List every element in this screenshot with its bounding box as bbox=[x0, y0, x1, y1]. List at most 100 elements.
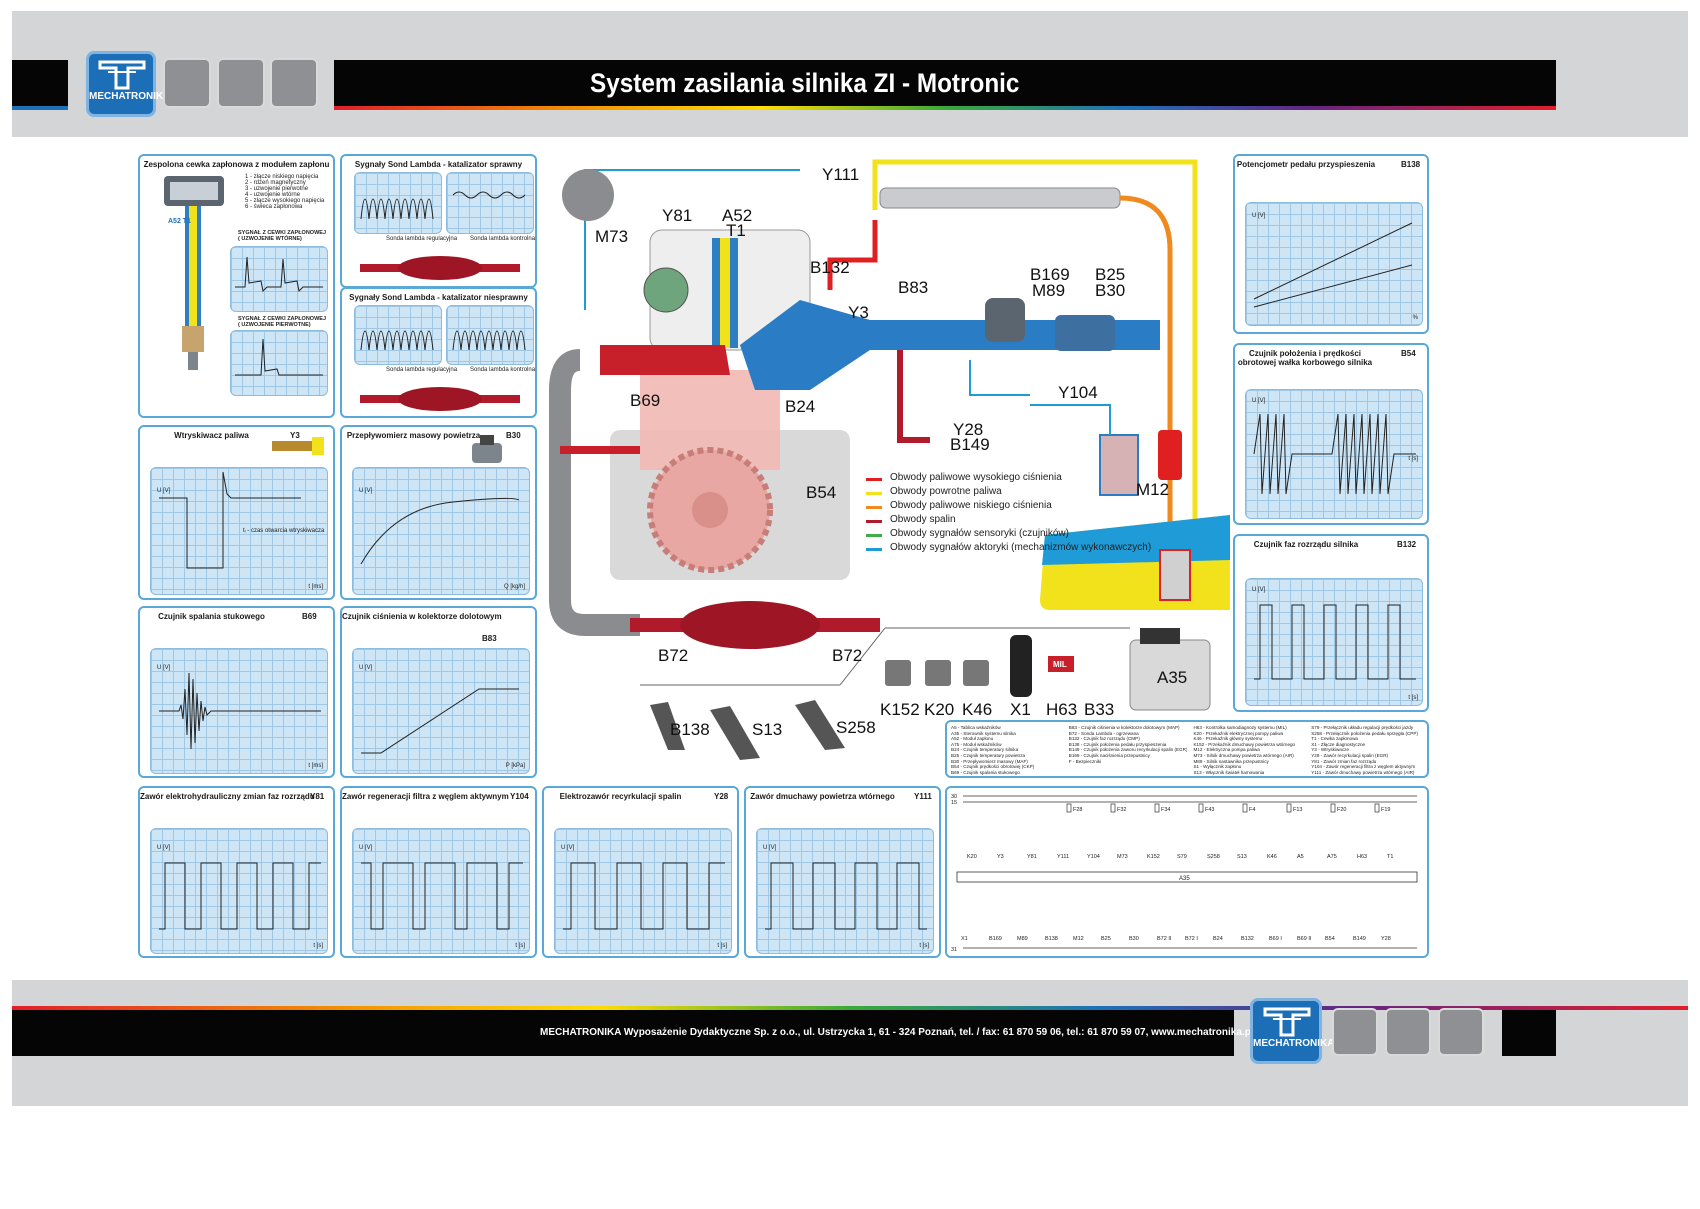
component-entry: Y3 - Wtryskiwacze bbox=[1311, 747, 1350, 753]
fuse-icon bbox=[1198, 803, 1204, 813]
axis-xlabel: t [s] bbox=[717, 943, 727, 949]
throttle-body bbox=[985, 298, 1025, 342]
component-label: B24 bbox=[1213, 936, 1223, 942]
legend-item: Obwody spalin bbox=[890, 514, 956, 525]
legend-item: Obwody sygnałów aktoryki (mechanizmów wy… bbox=[890, 542, 1152, 553]
panel-tag: Y111 bbox=[914, 792, 932, 801]
footer-bar-right bbox=[1502, 1010, 1556, 1056]
axis-ylabel: U [V] bbox=[157, 845, 171, 851]
badge-icon bbox=[1385, 1008, 1431, 1056]
panel-title: Elektrozawór recyrkulacji spalin bbox=[559, 792, 682, 801]
label-b72-rear: B72 bbox=[832, 646, 863, 665]
knock-panel: Czujnik spalania stukowego B69 U [V] t [… bbox=[138, 606, 335, 778]
component-entry: A52 - Moduł zapłonu bbox=[951, 736, 994, 742]
title-bar-left-stripe bbox=[12, 106, 68, 110]
component-entry: A35 - Sterownik systemu silnika bbox=[951, 730, 1016, 736]
axis-ylabel: U [V] bbox=[359, 845, 373, 851]
page-title: System zasilania silnika ZI - Motronic bbox=[590, 68, 1020, 98]
mil-lamp bbox=[1048, 656, 1074, 672]
panel-title: Przepływomierz masowy powietrza bbox=[346, 431, 481, 440]
fuse-icon bbox=[1110, 803, 1116, 813]
legend-swatch bbox=[866, 478, 882, 481]
component-entry: B132 - Czujnik faz rozrządu (CMP) bbox=[1068, 736, 1140, 742]
component-entry: B24 - Czujnik temperatury silnika bbox=[951, 747, 1019, 753]
panel-title: Czujnik położenia i prędkości obrotowej … bbox=[1237, 349, 1373, 367]
fuel-return-line bbox=[872, 159, 1198, 590]
component-entry: M73 - Silnik dmuchawy powietrza wtórnego… bbox=[1193, 752, 1294, 758]
logo-emblem-icon bbox=[98, 60, 146, 90]
title-bar-stripe bbox=[334, 106, 1556, 110]
coil-panel: Zespolona cewka zapłonowa z modułem zapł… bbox=[138, 154, 335, 418]
component-label: M89 bbox=[1017, 936, 1028, 942]
panel-title: Wtryskiwacz paliwa bbox=[174, 431, 249, 440]
label-k46: K46 bbox=[962, 700, 993, 719]
component-label: K152 bbox=[1147, 854, 1160, 860]
badge-icon bbox=[163, 58, 211, 108]
panel-title: Sygnały Sond Lambda - katalizator sprawn… bbox=[354, 160, 523, 169]
component-entry: K46 - Przekaźnik główny systemu bbox=[1193, 736, 1263, 742]
component-label: T1 bbox=[1387, 854, 1393, 860]
pedal-s258 bbox=[795, 700, 845, 750]
rail-label: 15 bbox=[951, 800, 957, 806]
lambda-a-label: Sonda lambda regulacyjna bbox=[386, 236, 458, 242]
component-entry: X1 - Złącze diagnostyczne bbox=[1311, 741, 1366, 747]
component-label: Y3 bbox=[997, 854, 1004, 860]
axis-ylabel: U [V] bbox=[359, 488, 373, 494]
component-entry: Y104 - Zawór regeneracji filtra z węglem… bbox=[1311, 764, 1416, 770]
map-trace bbox=[361, 688, 519, 754]
label-b149: B149 bbox=[950, 435, 990, 454]
lambda-a-plot bbox=[354, 305, 442, 365]
lambda-b-label: Sonda lambda kontrolna bbox=[470, 236, 536, 242]
ignition-coil-icon bbox=[164, 176, 224, 370]
pedal-s13 bbox=[710, 706, 760, 760]
axis-xlabel: t [s] bbox=[1408, 456, 1418, 462]
panel-title: Zawór regeneracji filtra z węglem aktywn… bbox=[342, 792, 509, 801]
component-entry: B83 - Czujnik ciśnienia w kolektorze dol… bbox=[1068, 725, 1180, 730]
label-b54: B54 bbox=[806, 483, 837, 502]
component-label: H63 bbox=[1357, 854, 1367, 860]
component-column: B83 - Czujnik ciśnienia w kolektorze dol… bbox=[1069, 725, 1188, 773]
component-entry: Y81 - Zawór zmian faz rozrządu bbox=[1311, 758, 1377, 764]
lambda-b-plot bbox=[446, 305, 534, 365]
label-mil: MIL bbox=[1053, 660, 1067, 669]
component-entry: H63 - Kontrolka samodiagnozy systemu (MI… bbox=[1193, 725, 1287, 730]
knock-trace bbox=[159, 672, 321, 750]
component-label: S79 bbox=[1177, 854, 1187, 860]
fuel-low-line bbox=[1119, 195, 1173, 590]
maf-panel: Przepływomierz masowy powietrza B30 U [V… bbox=[340, 425, 537, 600]
maf-trace bbox=[360, 497, 520, 565]
pwm-trace bbox=[765, 862, 927, 930]
lambda-ok-panel: Sygnały Sond Lambda - katalizator sprawn… bbox=[340, 154, 537, 288]
pwm-trace bbox=[563, 862, 725, 930]
relay-k152 bbox=[885, 660, 911, 686]
axis-xlabel: % bbox=[1412, 315, 1418, 321]
relay-k20 bbox=[925, 660, 951, 686]
component-label: B30 bbox=[1129, 936, 1139, 942]
crank-panel: Czujnik położenia i prędkości obrotowej … bbox=[1233, 343, 1429, 525]
component-label: M73 bbox=[1117, 854, 1128, 860]
cam-plot: U [V] t [s] bbox=[1245, 578, 1423, 706]
air-filter-hose bbox=[1055, 315, 1115, 351]
coil-tag: A52 T1 bbox=[168, 218, 191, 225]
label-b25: B25 bbox=[1095, 265, 1126, 284]
logo-emblem-icon bbox=[1263, 1007, 1311, 1037]
axis-ylabel: U [V] bbox=[763, 845, 777, 851]
carbon-canister bbox=[1099, 434, 1139, 496]
legend-item: Obwody paliwowe niskiego ciśnienia bbox=[890, 500, 1052, 511]
panel-tag: B30 bbox=[506, 431, 521, 440]
component-entry: A5 - Tablica wskaźników bbox=[951, 725, 1001, 730]
badge-icon bbox=[217, 58, 265, 108]
fuse-label: F43 bbox=[1205, 807, 1214, 813]
component-label: B69 II bbox=[1297, 936, 1312, 942]
label-t1: T1 bbox=[726, 221, 746, 240]
maf-plot: U [V] Q [kg/h] bbox=[352, 467, 530, 595]
component-entry: S79 - Przełącznik układu regulacji prędk… bbox=[1311, 725, 1414, 730]
panel-tag: B69 bbox=[302, 612, 317, 621]
component-label: B132 bbox=[1241, 936, 1254, 942]
axis-ylabel: U [V] bbox=[1252, 398, 1266, 404]
lambda-a-label: Sonda lambda regulacyjna bbox=[386, 367, 458, 373]
panel-title: Zawór dmuchawy powietrza wtórnego bbox=[750, 792, 895, 801]
y104-plot: U [V] t [s] bbox=[352, 828, 530, 954]
panel-title: Czujnik faz rozrządu silnika bbox=[1253, 540, 1359, 549]
